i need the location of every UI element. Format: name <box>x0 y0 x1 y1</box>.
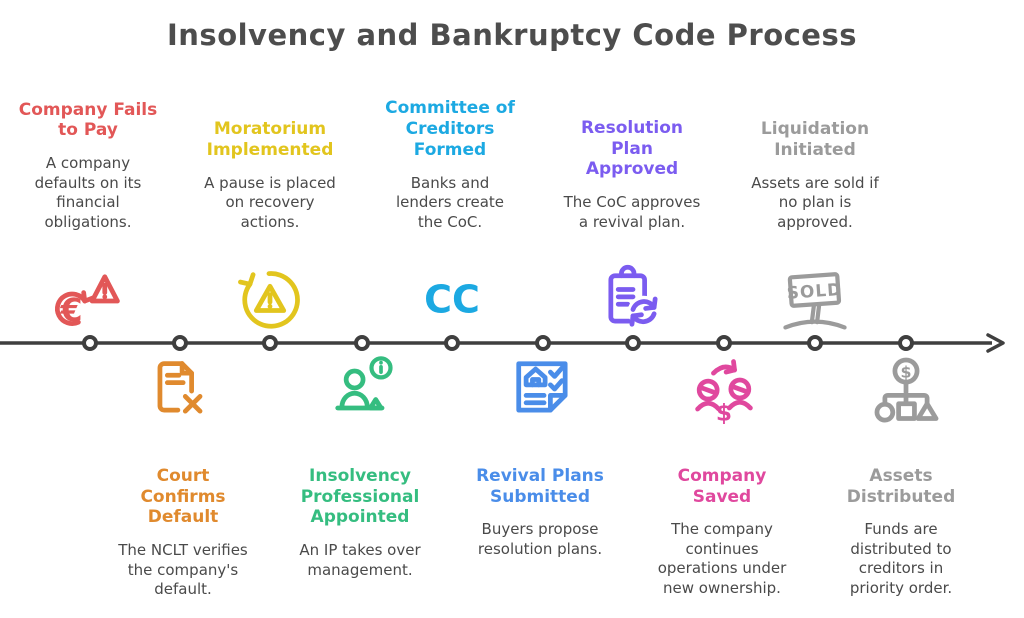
cc-letters-icon: CC <box>414 262 490 338</box>
timeline-node <box>262 335 278 351</box>
timeline-node <box>82 335 98 351</box>
professional-info-icon <box>324 351 400 427</box>
svg-text:CC: CC <box>424 278 480 322</box>
clipboard-refresh-icon <box>595 262 671 338</box>
stage-title: Insolvency Professional Appointed <box>300 466 420 528</box>
stage-court-confirms-default: Court Confirms Default The NCLT verifies… <box>88 466 278 600</box>
asset-distribution-icon: $ <box>868 351 944 427</box>
stage-description: The NCLT verifies the company's default. <box>118 541 248 599</box>
stage-committee-of-creditors-formed: Committee of Creditors Formed Banks and … <box>355 98 545 232</box>
timeline-node <box>354 335 370 351</box>
rejected-document-icon <box>142 351 218 427</box>
euro-crisis-warning-icon: € <box>52 262 128 338</box>
stage-revival-plans-submitted: Revival Plans Submitted Buyers propose r… <box>445 466 635 559</box>
page-title: Insolvency and Bankruptcy Code Process <box>167 18 857 52</box>
stage-description: Assets are sold if no plan is approved. <box>751 173 879 231</box>
stage-title: Company Saved <box>677 466 767 507</box>
stage-title: Revival Plans Submitted <box>476 466 604 507</box>
timeline-node <box>444 335 460 351</box>
svg-text:SOLD: SOLD <box>786 279 843 303</box>
stage-description: Banks and lenders create the CoC. <box>395 173 505 231</box>
timeline-node <box>535 335 551 351</box>
timeline-node <box>807 335 823 351</box>
timeline-axis <box>0 333 1005 353</box>
timeline-node <box>172 335 188 351</box>
svg-text:$: $ <box>900 362 911 381</box>
timeline-node <box>716 335 732 351</box>
stage-liquidation-initiated: Liquidation Initiated Assets are sold if… <box>720 119 910 232</box>
ownership-transfer-icon: $ <box>686 351 762 427</box>
stage-description: The CoC approves a revival plan. <box>563 193 701 231</box>
stage-title: Company Fails to Pay <box>18 99 158 141</box>
stage-description: A company defaults on its financial obli… <box>34 154 142 231</box>
stage-company-fails-to-pay: Company Fails to Pay A company defaults … <box>0 100 183 232</box>
stage-description: Funds are distributed to creditors in pr… <box>849 520 953 597</box>
cycle-warning-icon <box>232 262 308 338</box>
stage-description: Buyers propose resolution plans. <box>477 520 603 558</box>
stage-description: The company continues operations under n… <box>657 520 787 597</box>
stage-title: Committee of Creditors Formed <box>385 98 515 160</box>
stage-company-saved: Company Saved The company continues oper… <box>627 466 817 598</box>
svg-text:$: $ <box>716 400 732 427</box>
stage-description: A pause is placed on recovery actions. <box>204 173 336 231</box>
stage-title: Court Confirms Default <box>140 466 226 528</box>
timeline-nodes <box>82 335 914 351</box>
timeline-node <box>898 335 914 351</box>
stage-assets-distributed: Assets Distributed Funds are distributed… <box>806 466 996 598</box>
plan-checklist-icon <box>505 350 581 426</box>
stage-title: Moratorium Implemented <box>206 119 334 160</box>
timeline-arrowhead-icon <box>986 333 1005 353</box>
stage-insolvency-professional-appointed: Insolvency Professional Appointed An IP … <box>265 466 455 580</box>
stage-resolution-plan-approved: Resolution Plan Approved The CoC approve… <box>537 118 727 232</box>
stage-moratorium-implemented: Moratorium Implemented A pause is placed… <box>175 119 365 232</box>
sold-sign-icon: SOLD <box>777 262 853 338</box>
stage-title: Resolution Plan Approved <box>580 117 684 180</box>
stage-description: An IP takes over management. <box>299 541 421 579</box>
stage-title: Liquidation Initiated <box>760 119 870 160</box>
timeline-node <box>625 335 641 351</box>
stage-title: Assets Distributed <box>846 466 956 507</box>
